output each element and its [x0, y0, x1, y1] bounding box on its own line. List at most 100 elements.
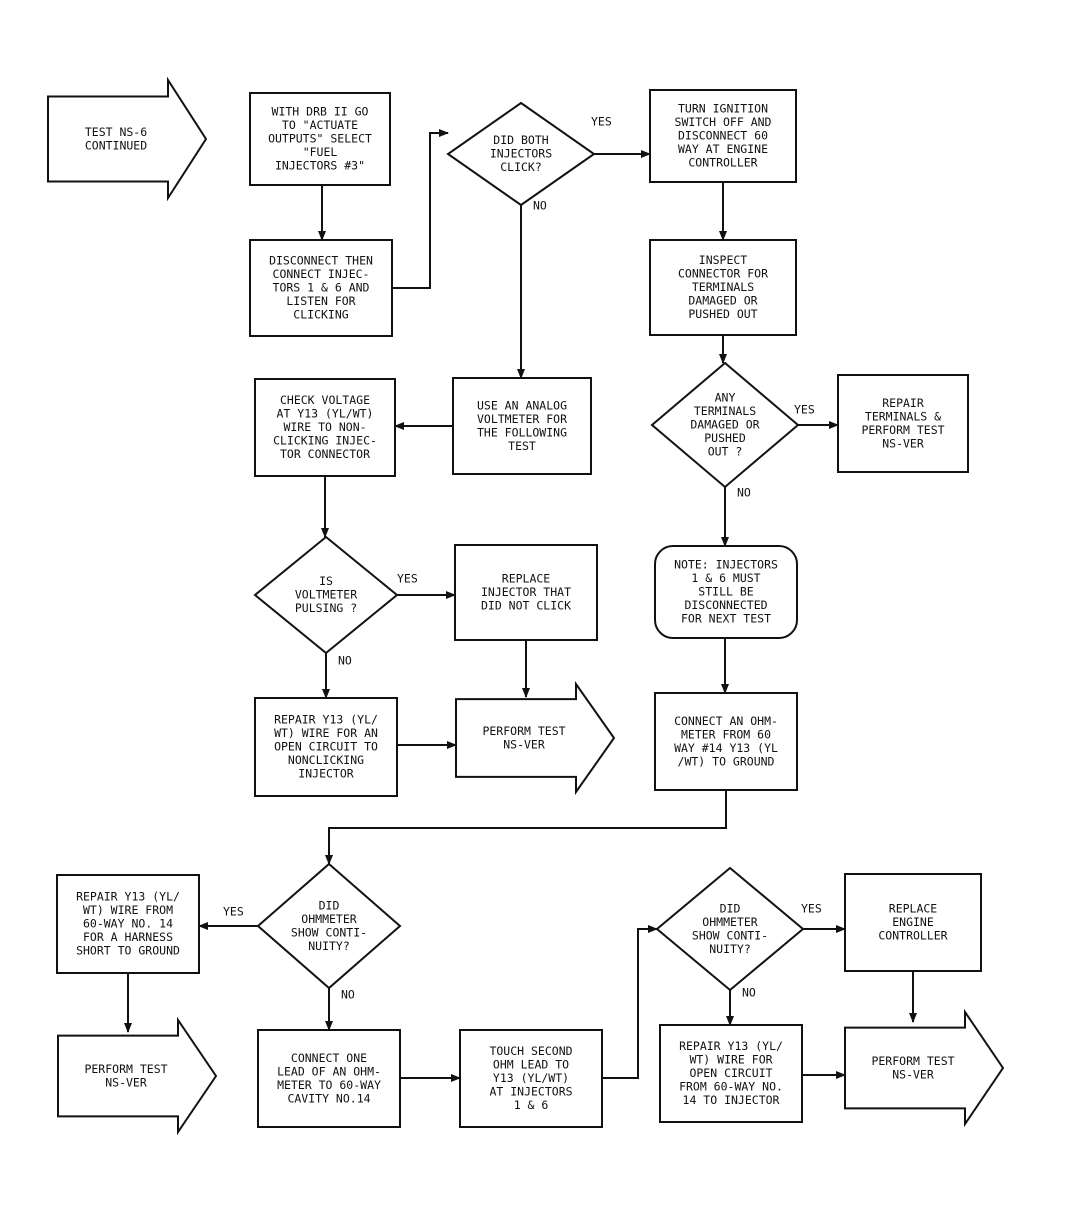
step-ignition-off-disconnect-text-line: CONTROLLER	[688, 156, 757, 170]
decision-voltmeter-pulsing-text-line: PULSING ?	[295, 601, 357, 615]
step-check-voltage-y13-box	[254, 378, 396, 477]
step-disconnect-reconnect-injectors-box	[249, 239, 393, 337]
step-repair-terminals-box	[837, 374, 969, 473]
decision-terminals-damaged-diamond	[650, 361, 800, 489]
decision-both-injectors-click-diamond	[446, 101, 596, 207]
step-replace-engine-controller-text-line: ENGINE	[892, 915, 934, 929]
step-use-analog-voltmeter-text-line: TEST	[508, 439, 536, 453]
decision-both-injectors-click-text-line: INJECTORS	[490, 147, 552, 161]
step-repair-y13-open-circuit-text-line: REPAIR Y13 (YL/	[274, 713, 378, 727]
no-branch-label: NO	[338, 654, 352, 668]
yes-branch-label: YES	[223, 905, 244, 919]
decision-ohmmeter-continuity-2-text-line: NUITY?	[709, 942, 751, 956]
step-disconnect-reconnect-injectors-text-line: LISTEN FOR	[286, 294, 355, 308]
step-use-analog-voltmeter-box	[452, 377, 592, 475]
decision-voltmeter-pulsing-text-line: VOLTMETER	[295, 588, 357, 602]
note-injectors-disconnected-text-line: NOTE: INJECTORS	[674, 558, 778, 572]
step-actuate-fuel-injectors-box	[249, 92, 391, 186]
step-connect-ohm-lead-text-line: CAVITY NO.14	[287, 1091, 370, 1105]
no-branch-label: NO	[533, 199, 547, 213]
step-ignition-off-disconnect-text-line: DISCONNECT 60	[678, 129, 768, 143]
step-touch-second-lead-text-line: TOUCH SECOND	[489, 1044, 572, 1058]
end-arrow-perform-test-2-text-line: PERFORM TEST	[84, 1062, 167, 1076]
step-touch-second-lead-box	[459, 1029, 603, 1128]
connector-line	[392, 129, 449, 289]
step-replace-engine-controller-text-line: CONTROLLER	[878, 929, 947, 943]
step-replace-injector-text-line: DID NOT CLICK	[481, 599, 571, 613]
step-repair-y13-open-circuit-text-line: WT) WIRE FOR AN	[274, 726, 378, 740]
step-repair-short-to-ground-box	[56, 874, 200, 974]
end-arrow-perform-test-1-text-line: PERFORM TEST	[482, 724, 565, 738]
decision-ohmmeter-continuity-1-text-line: DID	[319, 898, 340, 912]
end-arrow-perform-test-2-arrow-shape	[57, 1016, 218, 1136]
step-check-voltage-y13-text-line: AT Y13 (YL/WT)	[277, 407, 374, 421]
start-arrow-test-ns6-arrow-shape	[47, 76, 208, 202]
decision-terminals-damaged-text-line: DAMAGED OR	[690, 418, 759, 432]
step-ignition-off-disconnect-text-line: TURN IGNITION	[678, 102, 768, 116]
step-replace-engine-controller-text-line: REPLACE	[889, 902, 938, 916]
note-injectors-disconnected-text-line: 1 & 6 MUST	[691, 571, 760, 585]
yes-branch-label: YES	[591, 115, 612, 129]
step-ignition-off-disconnect-text-line: WAY AT ENGINE	[678, 142, 768, 156]
step-repair-y13-open-circuit-text-line: NONCLICKING	[288, 753, 364, 767]
step-repair-y13-to-injector-text-line: OPEN CIRCUIT	[689, 1066, 772, 1080]
step-touch-second-lead-text-line: AT INJECTORS	[489, 1085, 572, 1099]
decision-both-injectors-click-text-line: CLICK?	[500, 160, 542, 174]
step-repair-y13-open-circuit-text-line: INJECTOR	[298, 767, 353, 781]
step-inspect-connector-text-line: INSPECT	[699, 253, 748, 267]
step-disconnect-reconnect-injectors-text-line: TORS 1 & 6 AND	[273, 281, 370, 295]
end-arrow-perform-test-3-text-line: PERFORM TEST	[871, 1054, 954, 1068]
step-actuate-fuel-injectors-text-line: "FUEL	[303, 145, 338, 159]
decision-ohmmeter-continuity-2-text-line: DID	[720, 901, 741, 915]
step-disconnect-reconnect-injectors-text-line: DISCONNECT THEN	[269, 254, 373, 268]
yes-branch-label: YES	[801, 902, 822, 916]
start-arrow-test-ns6-text-line: CONTINUED	[85, 138, 147, 152]
connector-line	[602, 925, 658, 1079]
step-inspect-connector-text-line: CONNECTOR FOR	[678, 267, 768, 281]
step-touch-second-lead-text-line: OHM LEAD TO	[493, 1058, 569, 1072]
note-injectors-disconnected-text-line: FOR NEXT TEST	[681, 612, 771, 626]
decision-ohmmeter-continuity-1-text-line: NUITY?	[308, 939, 350, 953]
end-arrow-perform-test-1-arrow-shape	[455, 680, 616, 796]
step-connect-ohmmeter-text-line: WAY #14 Y13 (YL	[674, 741, 778, 755]
step-check-voltage-y13-text-line: TOR CONNECTOR	[280, 447, 370, 461]
step-repair-y13-open-circuit-text-line: OPEN CIRCUIT TO	[274, 740, 378, 754]
decision-ohmmeter-continuity-1-text-line: OHMMETER	[301, 912, 356, 926]
no-branch-label: NO	[742, 986, 756, 1000]
step-disconnect-reconnect-injectors-text-line: CONNECT INJEC-	[273, 267, 370, 281]
step-replace-injector-text-line: REPLACE	[502, 572, 551, 586]
end-arrow-perform-test-2-text-line: NS-VER	[105, 1075, 147, 1089]
connector-line	[325, 790, 727, 865]
step-repair-terminals-text-line: TERMINALS &	[865, 409, 941, 423]
step-actuate-fuel-injectors-text-line: WITH DRB II GO	[272, 105, 369, 119]
step-repair-short-to-ground-text-line: REPAIR Y13 (YL/	[76, 890, 180, 904]
decision-ohmmeter-continuity-2-diamond	[655, 866, 805, 992]
step-check-voltage-y13-text-line: CLICKING INJEC-	[273, 434, 377, 448]
note-injectors-disconnected-box	[654, 545, 798, 639]
step-actuate-fuel-injectors-text-line: INJECTORS #3"	[275, 159, 365, 173]
end-arrow-perform-test-1-text-line: NS-VER	[503, 737, 545, 751]
step-repair-short-to-ground-text-line: 60-WAY NO. 14	[83, 917, 173, 931]
step-use-analog-voltmeter-text-line: USE AN ANALOG	[477, 398, 567, 412]
decision-ohmmeter-continuity-2-text-line: OHMMETER	[702, 915, 757, 929]
step-ignition-off-disconnect-text-line: SWITCH OFF AND	[675, 115, 772, 129]
step-repair-y13-to-injector-text-line: WT) WIRE FOR	[689, 1053, 772, 1067]
yes-branch-label: YES	[397, 572, 418, 586]
